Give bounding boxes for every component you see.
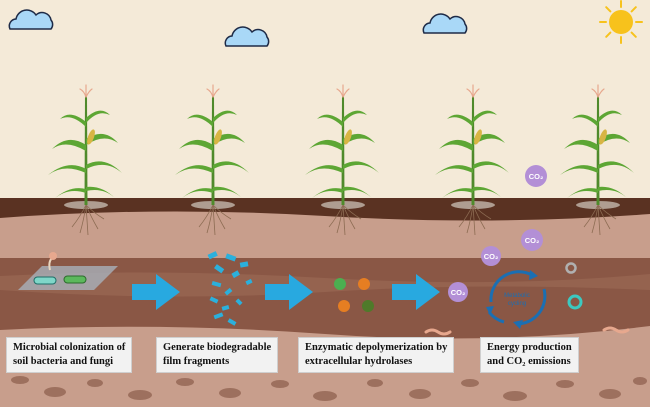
plastic-film bbox=[18, 266, 118, 290]
stage-caption-2: Generate biodegradable film fragments bbox=[156, 337, 279, 373]
sun-icon bbox=[599, 0, 643, 44]
arrow-icon bbox=[392, 274, 440, 310]
stones bbox=[11, 376, 647, 401]
cloud-icon bbox=[422, 13, 468, 34]
arrow-icon bbox=[265, 274, 313, 310]
sky bbox=[0, 0, 650, 200]
arrow-icon bbox=[132, 274, 180, 310]
svg-text:CO₂: CO₂ bbox=[529, 172, 544, 181]
cloud-icon bbox=[8, 9, 54, 30]
worm-icon bbox=[424, 328, 452, 336]
cycle-label: Metabolic bbox=[504, 293, 530, 299]
stage-caption-1: Microbial colonization of soil bacteria … bbox=[6, 337, 133, 373]
cycle-label: cycling bbox=[508, 301, 526, 307]
stage-caption-3: Enzymatic depolymerization by extracellu… bbox=[298, 337, 455, 373]
stage-caption-4: Energy production and CO₂ emissions bbox=[480, 337, 579, 373]
svg-text:CO₂: CO₂ bbox=[525, 236, 540, 245]
bacteria-icon bbox=[63, 275, 87, 284]
svg-text:CO₂: CO₂ bbox=[451, 288, 466, 297]
cloud-icon bbox=[224, 26, 270, 47]
co2-bubble: CO₂ bbox=[525, 165, 547, 187]
worm-icon bbox=[602, 326, 630, 334]
ring-icon bbox=[567, 294, 583, 310]
co2-bubble: CO₂ bbox=[521, 229, 543, 251]
co2-bubble: CO₂ bbox=[481, 246, 501, 266]
film-fragments bbox=[207, 251, 253, 326]
co2-bubble: CO₂ bbox=[448, 282, 468, 302]
bacteria-icon bbox=[33, 276, 57, 285]
svg-text:CO₂: CO₂ bbox=[484, 252, 499, 261]
fungus-icon bbox=[48, 252, 57, 271]
enzyme-molecules bbox=[334, 278, 374, 312]
ring-icon bbox=[565, 262, 577, 274]
